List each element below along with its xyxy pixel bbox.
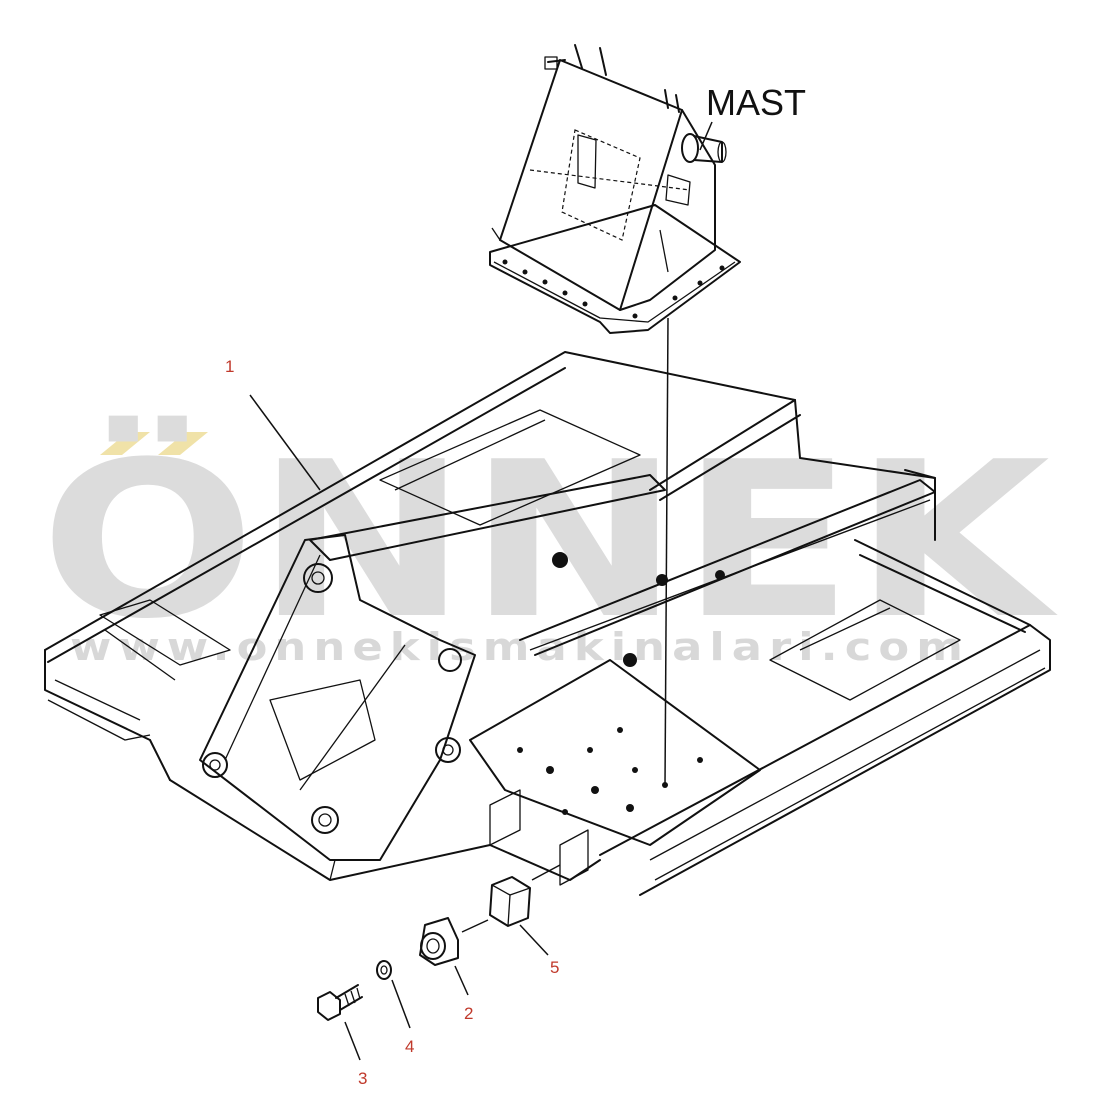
- callout-5[interactable]: 5: [550, 958, 559, 977]
- deck-holes: [517, 727, 703, 815]
- mast-label-leader: [699, 121, 713, 151]
- part-4-washer: [376, 960, 392, 980]
- mast-assembly: [489, 44, 741, 334]
- mast-pivot-pin: [681, 133, 727, 163]
- part-3-bolt: [317, 984, 363, 1021]
- frame-right-rail-top: [794, 399, 936, 541]
- frame-left-rail: [44, 351, 796, 651]
- frame-deck-plate: [469, 659, 761, 846]
- callout-4[interactable]: 4: [405, 1037, 414, 1056]
- leader-2: [454, 965, 469, 996]
- frame-left-tray: [379, 409, 641, 526]
- leader-4: [391, 979, 411, 1029]
- boom-mount-tower: [199, 534, 476, 861]
- mast-tower-side: [619, 109, 716, 311]
- mast-inner-window: [561, 129, 641, 241]
- mast-base-plate: [489, 204, 741, 334]
- callout-3[interactable]: 3: [358, 1069, 367, 1088]
- watermark: ÖNNEK www.onnekismakinalari.com: [40, 415, 1059, 669]
- frame-bottom-edge: [169, 779, 601, 881]
- callout-1[interactable]: 1: [225, 357, 234, 376]
- part-2-bushing: [419, 917, 489, 966]
- mast-mount-centerline: [664, 317, 669, 786]
- callout-2[interactable]: 2: [464, 1004, 473, 1023]
- frame-step-right: [769, 599, 961, 701]
- rear-bracket-left: [489, 789, 521, 846]
- pivot-bosses: [202, 563, 462, 834]
- mast-flange-holes: [502, 259, 725, 319]
- leader-1: [249, 394, 321, 491]
- main-frame: [44, 351, 1051, 896]
- callout-leaders: [249, 394, 549, 1061]
- leader-5: [519, 924, 549, 956]
- watermark-accent-2: [158, 432, 208, 455]
- frame-cross-beam: [309, 474, 666, 561]
- mast-label: MAST: [706, 82, 806, 123]
- rear-bracket-right: [559, 829, 589, 886]
- watermark-accent-1: [100, 432, 150, 455]
- frame-right-long-rail: [599, 624, 1051, 896]
- part-5-plate: [489, 864, 561, 927]
- callouts: 1 2 3 4 5: [225, 357, 559, 1088]
- watermark-brand: ÖNNEK: [40, 415, 1059, 666]
- frame-step-left: [99, 599, 231, 666]
- leader-3: [344, 1021, 361, 1061]
- watermark-url: www.onnekismakinalari.com: [70, 625, 970, 669]
